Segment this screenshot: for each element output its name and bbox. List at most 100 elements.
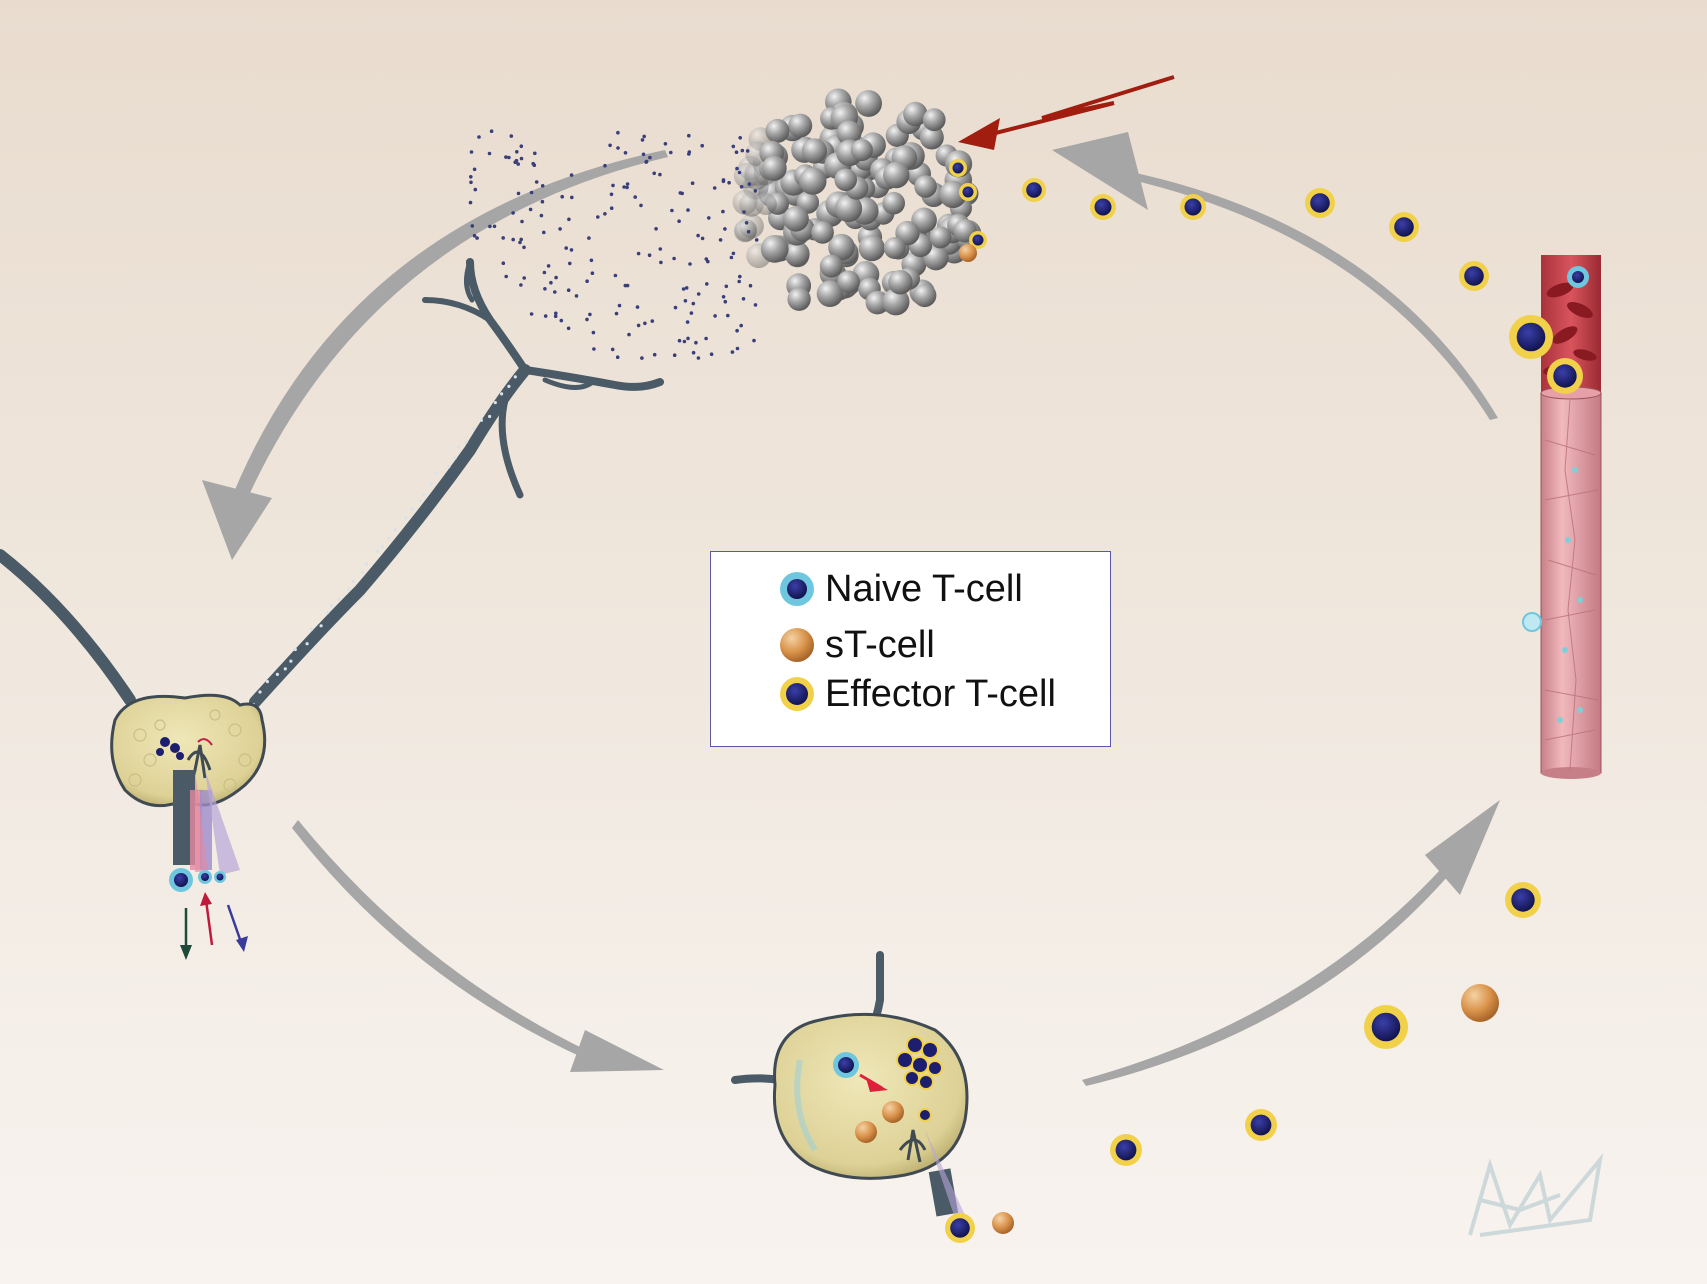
arrow-top-right <box>1110 168 1498 420</box>
antigen-dot <box>640 138 645 142</box>
antigen-dot <box>528 207 533 212</box>
nerve-vesicle <box>453 456 457 460</box>
nerve-vesicle <box>429 481 433 486</box>
antigen-dot <box>625 182 630 186</box>
antigen-dot <box>585 317 589 322</box>
antigen-dot <box>568 261 572 266</box>
antigen-dot <box>492 224 497 229</box>
st-cell <box>1461 984 1499 1022</box>
antigen-dot <box>627 332 631 337</box>
cell-core <box>1094 198 1112 216</box>
antigen-dot <box>475 236 479 240</box>
antigen-dot <box>644 160 648 164</box>
antigen-dot <box>737 279 741 284</box>
nerve-vesicle <box>513 375 517 379</box>
antigen-dot <box>522 245 526 250</box>
antigen-dot <box>590 271 595 276</box>
nerve-vesicles <box>251 375 517 707</box>
antigen-dot <box>677 338 682 343</box>
antigen-dot <box>546 264 551 268</box>
tissue-cell <box>760 235 789 263</box>
antigen-dot <box>712 186 717 190</box>
antigen-dot <box>531 161 535 166</box>
antigen-dot <box>690 181 695 185</box>
antigen-dot <box>613 273 618 278</box>
nerve-vesicle <box>265 680 269 684</box>
antigen-dot <box>704 336 708 341</box>
arrow-top-left <box>220 150 668 528</box>
tissue-cell <box>882 191 905 215</box>
tissue-cell <box>765 118 790 143</box>
injury-arrow <box>958 75 1175 150</box>
tissue-cell <box>850 139 873 162</box>
antigen-dot <box>735 346 740 351</box>
effector-t-cell-icon <box>780 677 814 711</box>
tissue-cell <box>922 108 946 132</box>
antigen-dot <box>625 283 630 288</box>
antigen-dot <box>648 155 652 160</box>
legend-item-naive: Naive T-cell <box>779 567 1023 610</box>
antigen-dot <box>741 297 746 301</box>
antigen-dot <box>652 352 657 357</box>
nerve-vesicle <box>493 401 497 405</box>
tissue-cell <box>855 90 882 117</box>
antigen-dot <box>746 229 751 234</box>
antigen-dot <box>549 280 553 285</box>
antigen-dot <box>540 199 545 204</box>
antigen-dot <box>747 182 752 186</box>
antigen-dot <box>663 142 668 146</box>
tissue-cell <box>882 288 910 316</box>
antigen-dot <box>636 323 641 328</box>
antigen-dot <box>564 246 568 250</box>
nerve-vesicle <box>347 587 351 591</box>
nerve-vesicle <box>488 414 492 419</box>
antigen-dot <box>617 303 622 308</box>
antigen-dot <box>640 356 644 360</box>
antigen-dot <box>683 299 688 303</box>
antigen-dot <box>469 150 474 154</box>
antigen-dot <box>566 326 571 331</box>
nerve-vesicle <box>293 647 297 652</box>
antigen-dot <box>520 219 524 224</box>
antigen-dot <box>709 352 714 357</box>
antigen-dot <box>739 185 744 189</box>
antigen-dot <box>560 194 564 199</box>
antigen-dot <box>687 133 691 138</box>
antigen-dot <box>519 283 523 287</box>
antigen-dot <box>670 208 674 213</box>
antigen-dot <box>696 356 701 360</box>
antigen-dot <box>647 253 652 257</box>
naive-t-cell-icon <box>780 572 814 606</box>
antigen-dot <box>534 180 539 184</box>
antigen-dot <box>472 233 477 238</box>
legend-item-effector: Effector T-cell <box>779 672 1056 715</box>
antigen-dot <box>731 144 736 149</box>
antigen-dot <box>623 151 628 155</box>
nerve-vesicle <box>500 392 504 396</box>
antigen-dot <box>677 219 681 223</box>
antigen-dot <box>669 150 673 155</box>
antigen-dot <box>738 136 742 140</box>
nerve-vesicle <box>319 624 323 628</box>
tissue-cell <box>836 120 862 146</box>
tissue-cell <box>858 235 885 262</box>
antigen-dot <box>489 129 494 133</box>
arrow-bottom-left <box>292 820 590 1060</box>
antigen-dot <box>470 224 475 228</box>
st-cell-icon <box>780 628 814 662</box>
antigen-dot <box>713 314 717 318</box>
antigen-dot <box>659 260 663 265</box>
antigen-dot <box>509 134 514 138</box>
legend-label-naive: Naive T-cell <box>825 567 1023 610</box>
antigen-dot <box>472 167 477 172</box>
antigen-dot <box>700 236 705 241</box>
tissue-cell <box>811 221 834 244</box>
antigen-dot <box>516 162 520 166</box>
tissue-cell <box>734 218 758 242</box>
cell-core <box>1250 1114 1272 1136</box>
antigen-dot <box>587 236 591 240</box>
arrow-bottom-right-head <box>1425 800 1500 895</box>
legend-label-effector: Effector T-cell <box>825 672 1056 715</box>
tissue-cell <box>919 125 944 150</box>
antigen-dot <box>596 215 600 219</box>
